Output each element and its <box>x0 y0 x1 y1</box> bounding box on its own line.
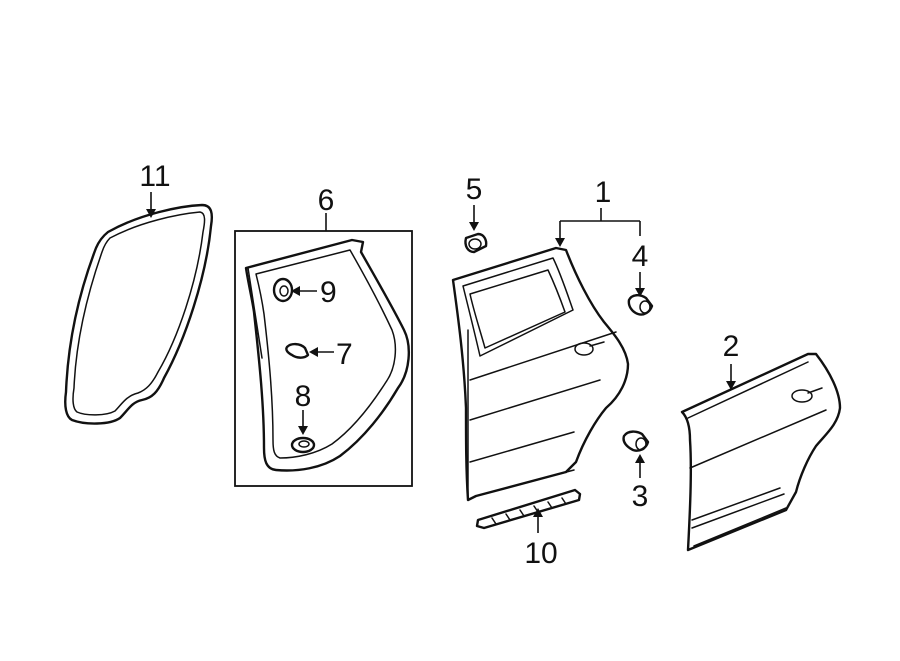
part-6-kit-box <box>234 230 413 487</box>
callout-5: 5 <box>466 173 483 206</box>
part-6-frame-seal[interactable] <box>244 238 410 472</box>
callout-2: 2 <box>723 330 740 363</box>
part-10-molding[interactable] <box>475 488 582 530</box>
callout-8: 8 <box>295 380 312 413</box>
part-4-plug[interactable] <box>627 294 654 316</box>
leader-8 <box>298 410 308 435</box>
leader-1 <box>555 208 641 247</box>
part-11-weatherstrip[interactable] <box>64 203 214 425</box>
callout-7: 7 <box>336 338 353 371</box>
callout-10: 10 <box>524 537 557 570</box>
part-3-plug[interactable] <box>622 430 650 452</box>
part-1-door-shell[interactable] <box>451 246 630 502</box>
part-9-clip[interactable] <box>272 277 294 303</box>
leader-3 <box>635 454 645 478</box>
leader-9 <box>291 286 317 296</box>
callout-9: 9 <box>320 276 337 309</box>
part-2-outer-skin[interactable] <box>680 352 842 552</box>
part-7-clip[interactable] <box>285 342 310 359</box>
part-8-clip[interactable] <box>290 436 316 454</box>
callout-6: 6 <box>318 184 335 217</box>
leader-5 <box>469 205 479 231</box>
callout-3: 3 <box>632 480 649 513</box>
leader-4 <box>635 272 645 297</box>
callout-11: 11 <box>139 160 170 193</box>
leader-7 <box>309 347 334 357</box>
callout-1: 1 <box>595 176 612 209</box>
part-5-plug[interactable] <box>464 232 488 254</box>
leader-11 <box>146 192 156 218</box>
callout-4: 4 <box>632 240 649 273</box>
leader-2 <box>726 364 736 390</box>
leader-10 <box>533 508 543 533</box>
